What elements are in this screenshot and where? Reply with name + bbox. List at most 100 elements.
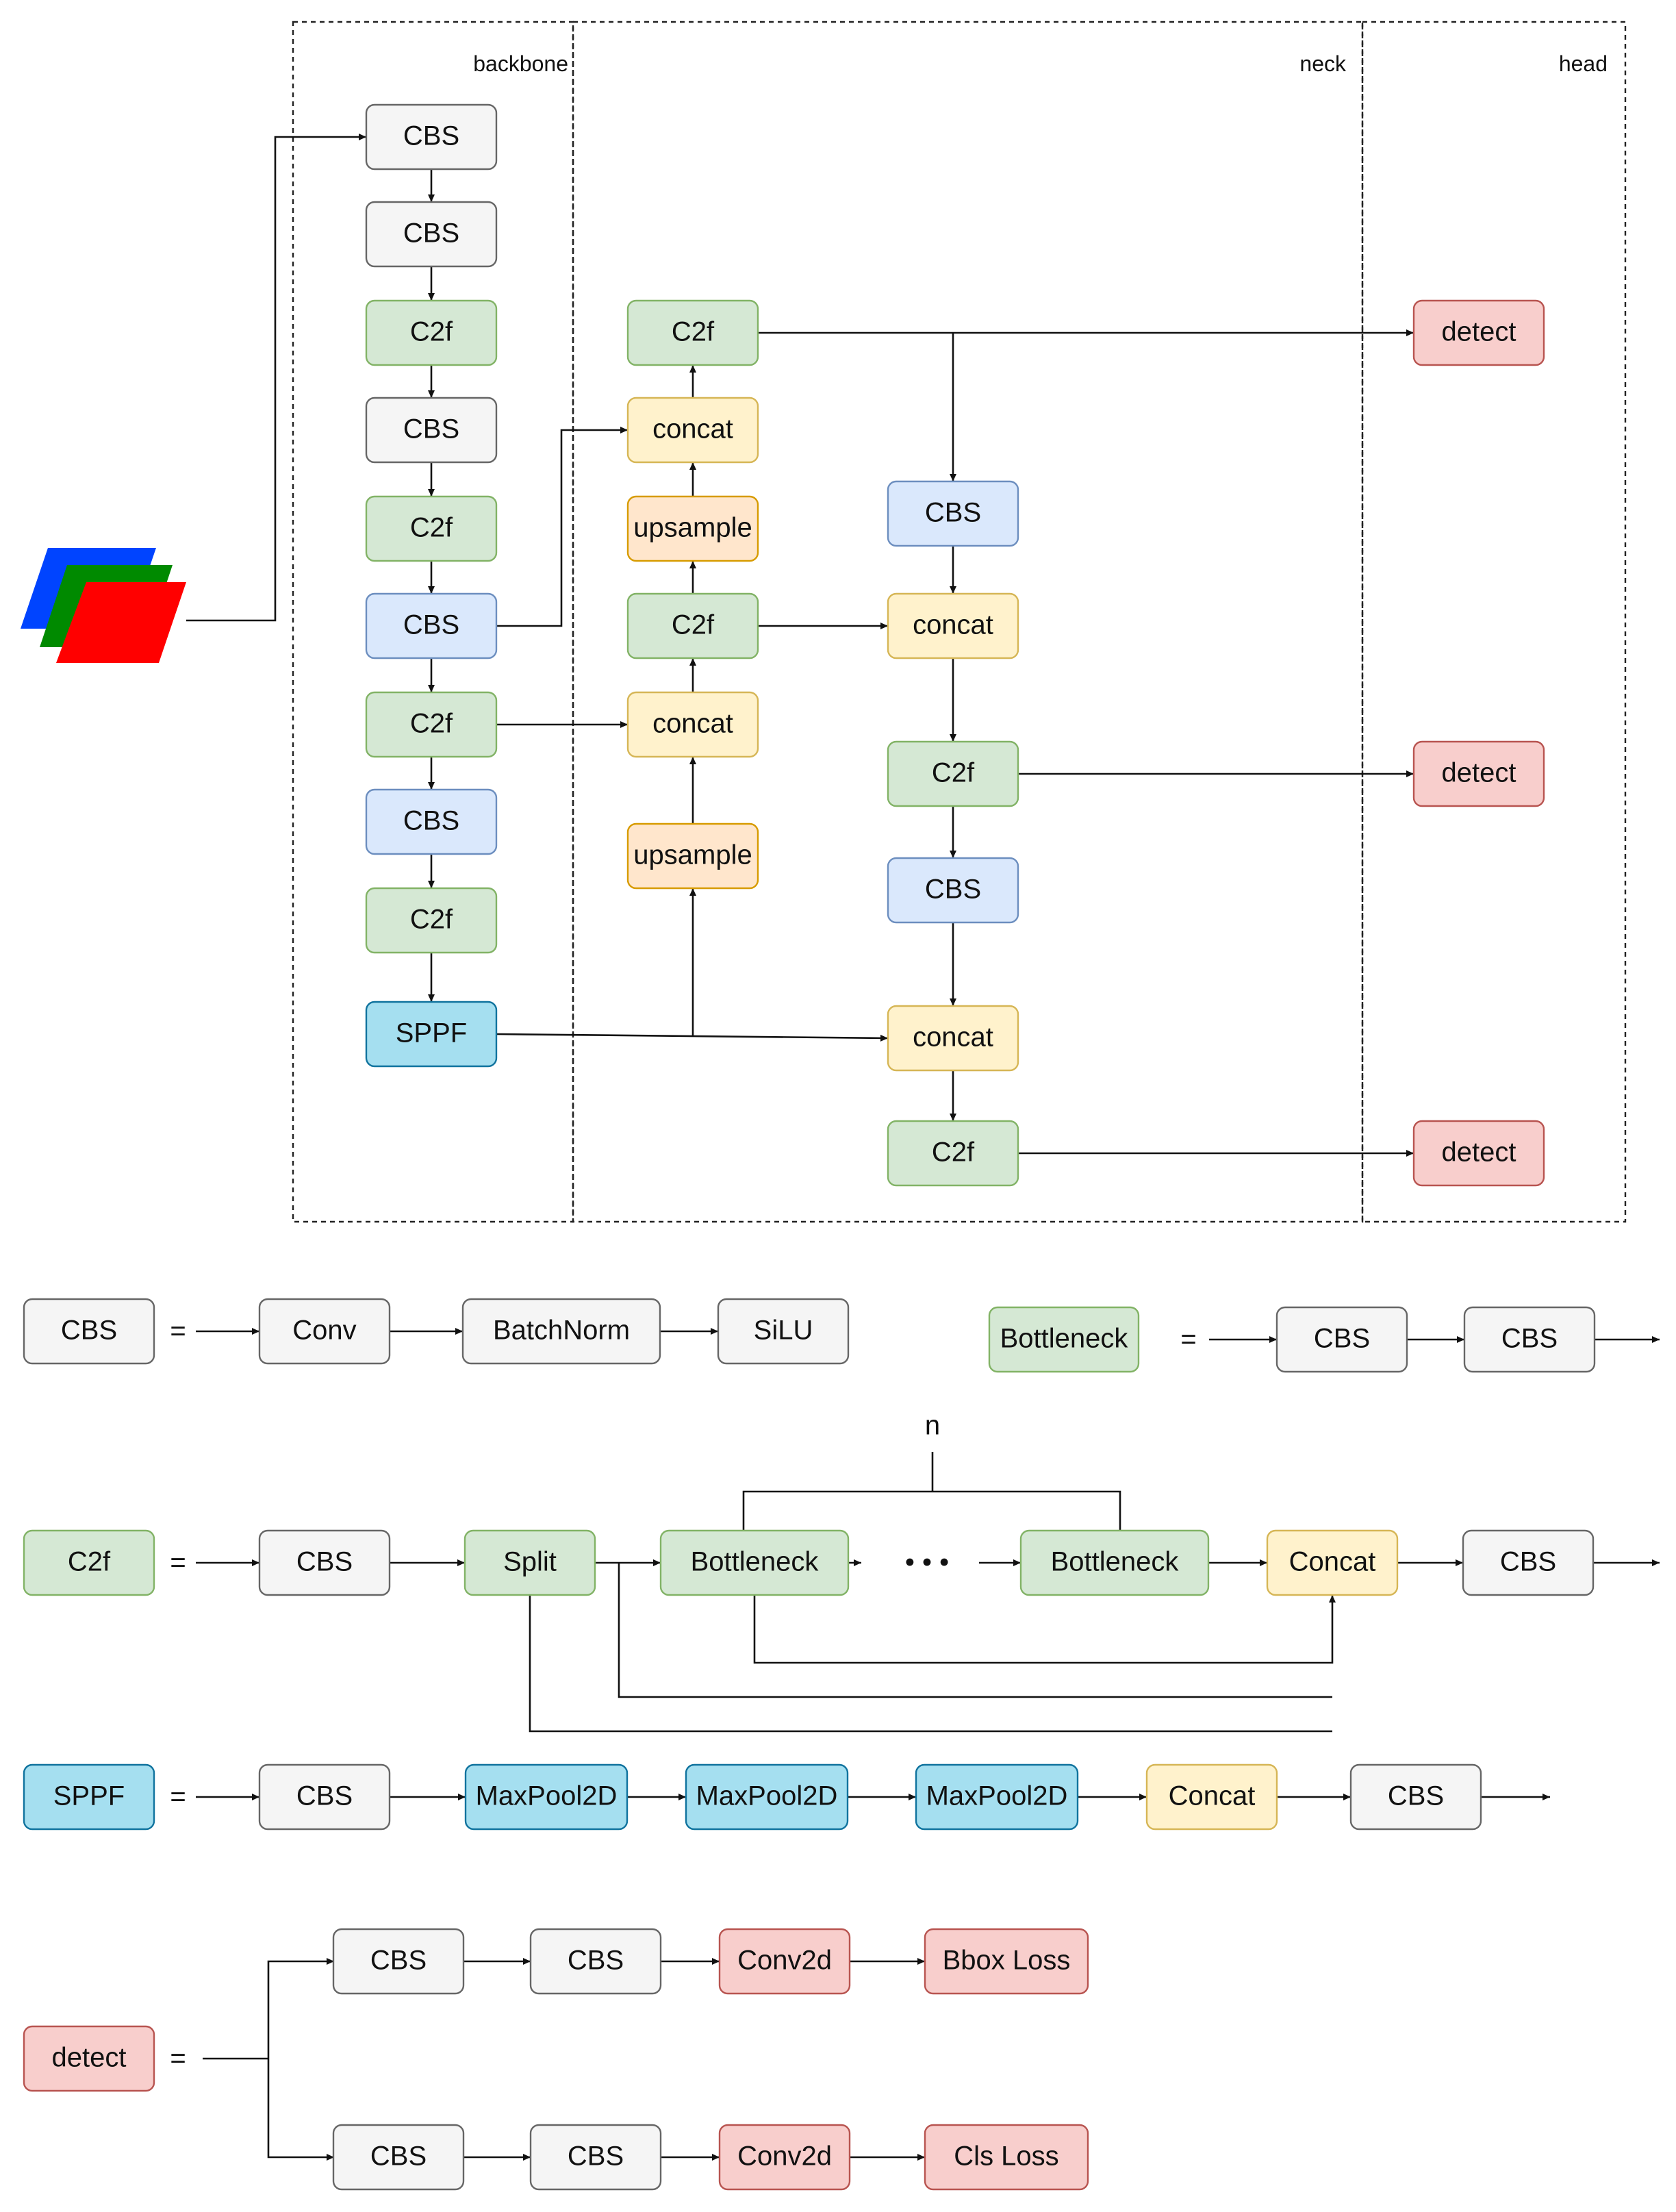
neck-left-node-1-c2f-label: C2f: [672, 317, 715, 347]
backbone-node-8-cbs: CBS: [365, 788, 498, 855]
legend-detect-name-box: [23, 2025, 155, 2092]
backbone-node-5-c2f-label: C2f: [410, 513, 453, 543]
legend-detect-upper-4-bbox-loss-box: [924, 1928, 1089, 1995]
backbone-node-5-c2f: C2f: [365, 495, 498, 562]
legend-cbs-name-box: [23, 1298, 155, 1365]
legend-detect-lower-2-cbs: CBS: [529, 2124, 662, 2191]
neck-right-node-3-c2f: C2f: [887, 740, 1019, 807]
legend-cbs-part-1-conv-box: [258, 1298, 391, 1365]
legend-c2f-part-6-cbs: CBS: [1462, 1529, 1595, 1596]
legend-sppf-part-4-maxpool2d: MaxPool2D: [915, 1763, 1079, 1831]
legend-bottleneck-part-2-cbs-box: [1463, 1306, 1596, 1373]
legend-detect-name-label: detect: [52, 2043, 127, 2073]
neck-right-node-4-cbs: CBS: [887, 857, 1019, 924]
legend-bottleneck-part-2-cbs: CBS: [1463, 1306, 1596, 1373]
legend-sppf-part-3-maxpool2d-label: MaxPool2D: [696, 1781, 838, 1811]
legend-bottleneck-part-2-cbs-label: CBS: [1501, 1324, 1558, 1354]
neck-left-node-4-c2f-box: [626, 592, 759, 659]
neck-left-node-6-upsample-box: [626, 822, 759, 890]
legend-detect-lower-4-cls-loss: Cls Loss: [924, 2124, 1089, 2191]
neck-right-node-2-concat: concat: [887, 592, 1019, 659]
legend-sppf-part-3-maxpool2d-box: [685, 1763, 849, 1831]
legend-sppf-equals: =: [170, 1782, 186, 1812]
legend-sppf-part-4-maxpool2d-box: [915, 1763, 1079, 1831]
legend-c2f-part-5-concat-label: Concat: [1289, 1547, 1376, 1577]
neck-left-node-2-concat: concat: [626, 397, 759, 464]
legend-c2f-part-6-cbs-box: [1462, 1529, 1595, 1596]
legend-c2f-part-4-bottleneck: Bottleneck: [1019, 1529, 1210, 1596]
section-label-backbone: backbone: [473, 51, 568, 76]
legend-c2f-part-2-split-box: [464, 1529, 596, 1596]
neck-right-node-1-cbs: CBS: [887, 480, 1019, 547]
neck-left-node-6-upsample-label: upsample: [633, 840, 752, 870]
neck-left-node-5-concat: concat: [626, 691, 759, 758]
legend-detect-lower-4-cls-loss-label: Cls Loss: [954, 2141, 1058, 2172]
legend-cbs-part-2-batchnorm: BatchNorm: [461, 1298, 661, 1365]
neck-right-node-1-cbs-label: CBS: [925, 498, 981, 528]
legend-cbs-equals: =: [170, 1316, 186, 1346]
legend-sppf-part-1-cbs: CBS: [258, 1763, 391, 1831]
backbone-node-9-c2f-label: C2f: [410, 905, 453, 935]
legend-detect-upper-2-cbs-label: CBS: [568, 1946, 624, 1976]
backbone-node-3-c2f-box: [365, 299, 498, 366]
legend-bottleneck-name: Bottleneck: [988, 1306, 1140, 1373]
legend-sppf-part-5-concat-label: Concat: [1169, 1781, 1256, 1811]
legend-detect-upper-3-conv2d-box: [718, 1928, 851, 1995]
neck-right-node-4-cbs-box: [887, 857, 1019, 924]
legend-detect-lower-1-cbs-box: [332, 2124, 465, 2191]
legend-sppf-part-6-cbs: CBS: [1349, 1763, 1482, 1831]
legend-c2f-repeat-label: n: [925, 1411, 940, 1441]
legend-sppf-part-1-cbs-label: CBS: [296, 1781, 353, 1811]
legend-cbs-name: CBS: [23, 1298, 155, 1365]
legend-c2f-name-box: [23, 1529, 155, 1596]
legend-detect-upper-3-conv2d: Conv2d: [718, 1928, 851, 1995]
input-image-icon: [21, 548, 186, 663]
legend-c2f-part-3-bottleneck: Bottleneck: [659, 1529, 850, 1596]
backbone-node-9-c2f: C2f: [365, 887, 498, 954]
backbone-node-8-cbs-box: [365, 788, 498, 855]
legend-detect-name: detect: [23, 2025, 155, 2092]
backbone-node-4-cbs: CBS: [365, 397, 498, 464]
legend-sppf-part-2-maxpool2d: MaxPool2D: [464, 1763, 628, 1831]
legend-sppf-name-label: SPPF: [53, 1781, 125, 1811]
neck-left-node-4-c2f-label: C2f: [672, 610, 715, 640]
legend-detect-equals: =: [170, 2044, 186, 2074]
legend-detect-upper-3-conv2d-label: Conv2d: [737, 1946, 832, 1976]
backbone-node-4-cbs-label: CBS: [403, 414, 459, 444]
legend-sppf-part-3-maxpool2d: MaxPool2D: [685, 1763, 849, 1831]
head-region: [1361, 21, 1627, 1223]
legend-detect-lower-1-cbs: CBS: [332, 2124, 465, 2191]
legend-sppf-part-2-maxpool2d-box: [464, 1763, 628, 1831]
legend-c2f-equals: =: [170, 1548, 186, 1578]
backbone-node-6-cbs-label: CBS: [403, 610, 459, 640]
backbone-node-5-c2f-box: [365, 495, 498, 562]
neck-right-node-6-c2f-box: [887, 1120, 1019, 1187]
neck-left-node-2-concat-label: concat: [652, 414, 733, 444]
legend-c2f-repeat-bracket: [742, 1490, 1121, 1531]
legend-cbs-part-2-batchnorm-label: BatchNorm: [493, 1316, 630, 1346]
legend-detect-upper-1-cbs: CBS: [332, 1928, 465, 1995]
legend-detect-lower-2-cbs-label: CBS: [568, 2141, 624, 2172]
legend-c2f-part-3-bottleneck-label: Bottleneck: [691, 1547, 820, 1577]
neck-right-node-1-cbs-box: [887, 480, 1019, 547]
backbone-node-10-sppf-box: [365, 1001, 498, 1068]
backbone-node-7-c2f: C2f: [365, 691, 498, 758]
head-detect-3-box: [1412, 1120, 1545, 1187]
legend-sppf-part-1-cbs-box: [258, 1763, 391, 1831]
legend-c2f-part-3-bottleneck-box: [659, 1529, 850, 1596]
neck-left-node-5-concat-label: concat: [652, 709, 733, 739]
head-detect-2-box: [1412, 740, 1545, 807]
legend-bottleneck-name-box: [988, 1306, 1140, 1373]
edge-backbone-cbs-to-upper-concat: [496, 427, 628, 627]
neck-left-node-3-upsample-box: [626, 495, 759, 562]
edge-legend-c2f-split-skip-1: [618, 1563, 1332, 1698]
edge-legend-detect-lower-branch: [267, 2059, 334, 2161]
section-label-head: head: [1559, 51, 1608, 76]
legend-c2f-part-2-split-label: Split: [503, 1547, 557, 1577]
head-detect-2: detect: [1412, 740, 1545, 807]
backbone-node-2-cbs: CBS: [365, 201, 498, 268]
legend-detect-upper-1-cbs-box: [332, 1928, 465, 1995]
edge-legend-c2f-split-skip-2: [529, 1595, 1332, 1733]
legend-sppf-part-6-cbs-label: CBS: [1388, 1781, 1444, 1811]
legend-c2f-part-2-split: Split: [464, 1529, 596, 1596]
